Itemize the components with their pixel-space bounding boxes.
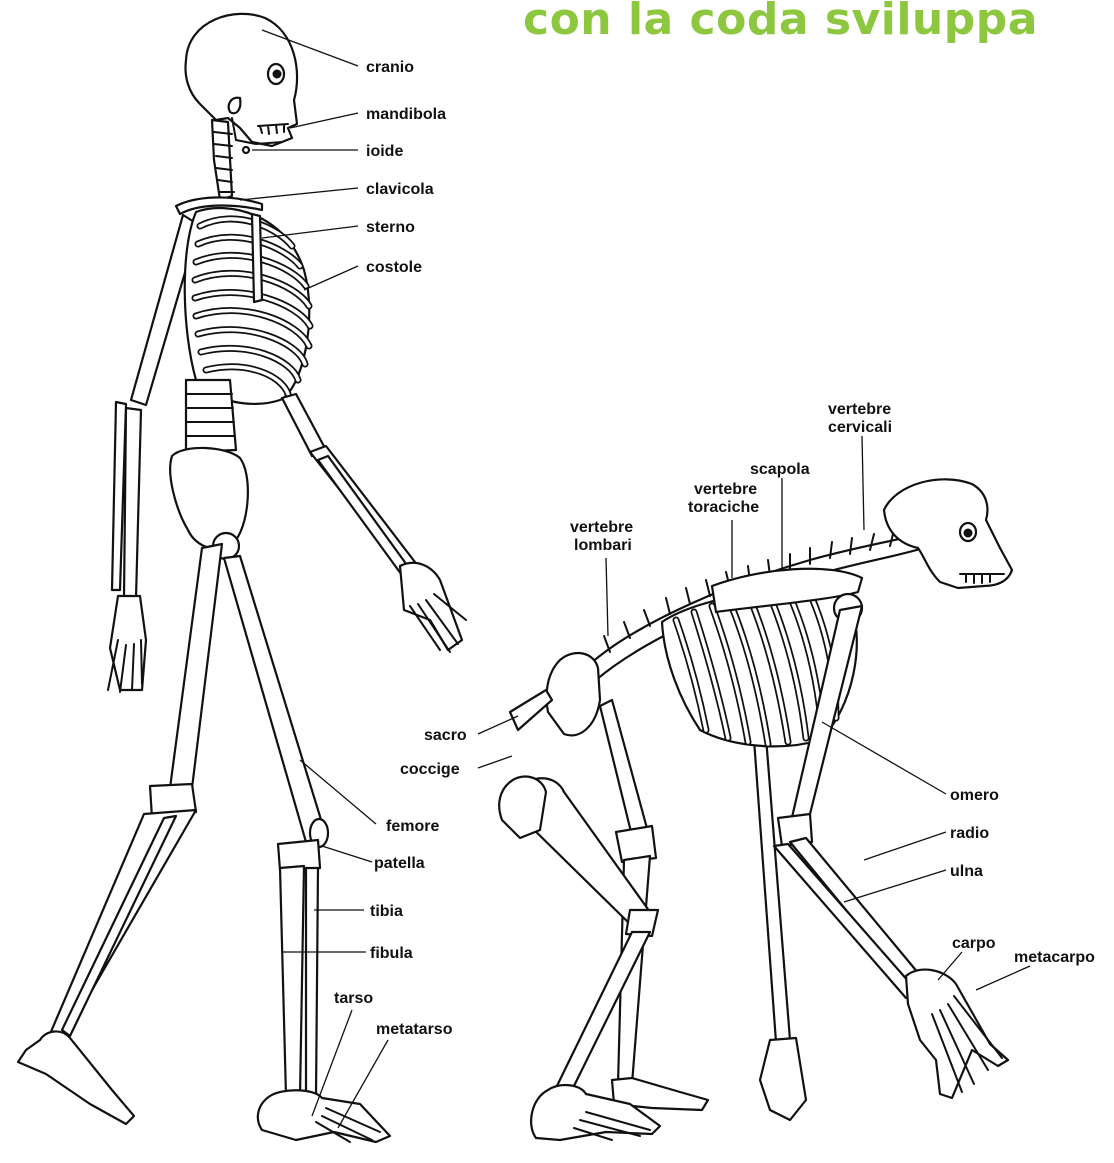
label-omero: omero — [950, 787, 999, 804]
label-cranio: cranio — [366, 59, 414, 76]
human-cervical-spine — [212, 120, 234, 200]
label-metatarso: metatarso — [376, 1021, 453, 1038]
human-right-arm — [282, 394, 466, 652]
label-metacarpo: metacarpo — [1014, 949, 1095, 966]
label-vertebre-toraciche-1: vertebre — [694, 481, 757, 498]
human-front-leg — [224, 556, 390, 1142]
label-clavicola: clavicola — [366, 181, 434, 198]
label-vertebre-lombari-1: vertebre — [570, 519, 633, 536]
chimp-skull — [884, 479, 1012, 588]
label-radio: radio — [950, 825, 989, 842]
human-pelvis — [170, 448, 248, 549]
chimp-back-arm — [752, 712, 806, 1120]
chimp-coccyx — [510, 690, 552, 730]
label-costole: costole — [366, 259, 422, 276]
label-tarso: tarso — [334, 990, 373, 1007]
label-sacro: sacro — [424, 727, 467, 744]
label-patella: patella — [374, 855, 425, 872]
label-coccige: coccige — [400, 761, 460, 778]
label-vertebre-cervicali-1: vertebre — [828, 401, 891, 418]
label-tibia: tibia — [370, 903, 403, 920]
label-ulna: ulna — [950, 863, 983, 880]
human-sternum — [252, 214, 262, 302]
human-rib-cage — [185, 208, 310, 404]
human-lumbar-spine — [186, 380, 236, 452]
human-skull — [186, 14, 298, 153]
label-femore: femore — [386, 818, 439, 835]
label-carpo: carpo — [952, 935, 996, 952]
label-ioide: ioide — [366, 143, 403, 160]
chimp-skeleton — [499, 479, 1012, 1140]
label-vertebre-toraciche-2: toraciche — [688, 499, 759, 516]
label-vertebre-cervicali-2: cervicali — [828, 419, 892, 436]
label-mandibola: mandibola — [366, 106, 446, 123]
label-scapola: scapola — [750, 461, 810, 478]
label-vertebre-lombari-2: lombari — [574, 537, 632, 554]
label-sterno: sterno — [366, 219, 415, 236]
label-fibula: fibula — [370, 945, 413, 962]
chimp-pelvis — [547, 653, 601, 735]
